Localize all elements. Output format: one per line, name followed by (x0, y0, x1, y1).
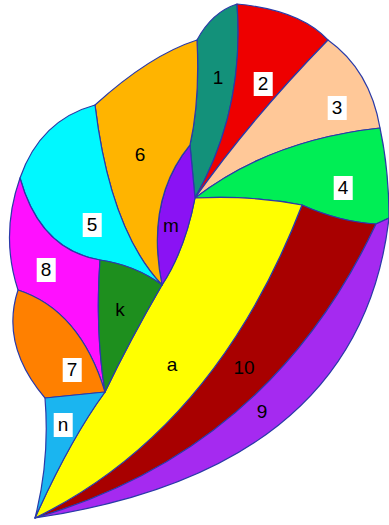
region-label: a (167, 354, 178, 376)
region-label: n (54, 413, 73, 437)
region-label: 4 (334, 176, 353, 200)
region-label: 8 (37, 258, 56, 282)
region-label: 3 (328, 96, 347, 120)
region-label: k (115, 299, 125, 321)
region-7 (13, 290, 105, 398)
region-label: 5 (83, 213, 102, 237)
region-label: 9 (257, 401, 268, 423)
region-label: 6 (135, 144, 146, 166)
region-label: 10 (233, 357, 254, 379)
region-n (35, 392, 105, 518)
region-k (98, 260, 162, 392)
region-label: 2 (254, 72, 273, 96)
region-label: m (163, 215, 179, 237)
region-label: 7 (63, 358, 82, 382)
region-label: 1 (213, 67, 224, 89)
